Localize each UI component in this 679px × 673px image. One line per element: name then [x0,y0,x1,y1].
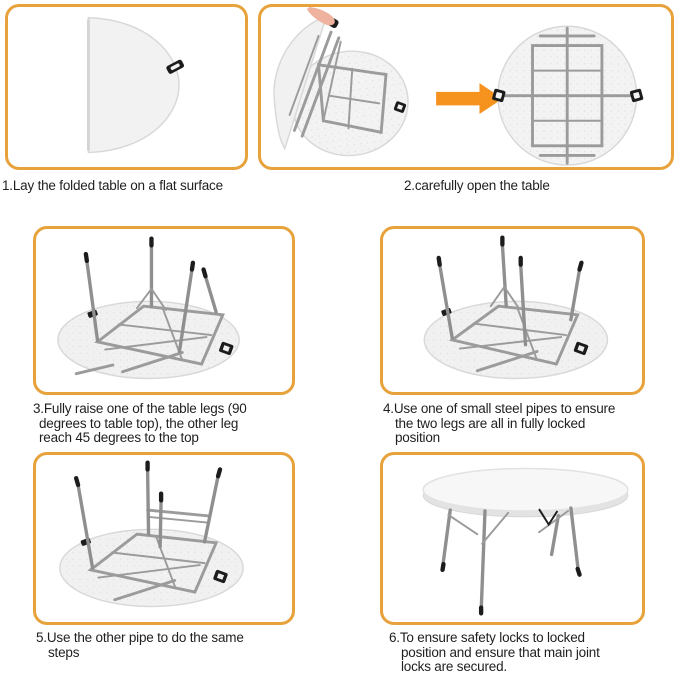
step-4-panel [380,226,645,395]
opened-table-underside-figure [492,25,644,166]
caption-line: 5.Use the other pipe to do the same [36,630,244,645]
side-handle-icon [629,88,644,103]
caption-line: locks are secured. [401,659,507,673]
hand-icon [306,7,335,26]
lock-other-legs-illustration [59,460,244,608]
step-1-panel [5,4,248,170]
side-handle-icon [213,569,228,584]
step-6-caption: 6.To ensure safety locks to locked posit… [389,630,600,673]
step-5-panel [33,452,295,625]
side-handle-icon [393,101,407,113]
open-table-sequence-illustration [273,7,644,166]
half-open-table-figure [273,7,409,157]
step-4-caption: 4.Use one of small steel pipes to ensure… [383,401,616,446]
lock-two-legs-illustration [423,235,609,380]
caption-line: steps [48,644,80,660]
step-5-caption: 5.Use the other pipe to do the same step… [36,630,244,660]
caption-line: the two legs are all in fully locked [395,415,586,431]
step-3-caption: 3.Fully raise one of the table legs (90 … [33,401,247,446]
safety-lock-wire-icon [538,508,559,527]
side-handle-icon [492,88,506,103]
caption-line: 2.carefully open the table [404,178,550,193]
step-2-caption: 2.carefully open the table [404,178,550,194]
caption-line: reach 45 degrees to the top [39,430,199,445]
caption-line: degrees to table top), the other leg [39,415,239,431]
step-3-panel [33,226,295,395]
step-2-panel [258,4,674,170]
side-handle-icon [573,341,589,356]
caption-line: position and ensure that main joint [401,644,600,660]
step-1-caption: 1.Lay the folded table on a flat surface [2,178,223,194]
folded-half-table-illustration [86,16,185,154]
caption-line: 6.To ensure safety locks to locked [389,630,585,645]
caption-line: 1.Lay the folded table on a flat surface [2,178,223,193]
caption-line: 4.Use one of small steel pipes to ensure [383,401,616,416]
caption-line: 3.Fully raise one of the table legs (90 [33,401,247,416]
carry-handle-icon [166,59,185,74]
side-handle-icon [219,341,234,356]
arrow-right-icon [436,83,503,114]
caption-line: position [395,430,440,445]
raise-first-legs-illustration [57,236,240,380]
upright-table-illustration [422,467,629,616]
step-6-panel [380,452,645,625]
